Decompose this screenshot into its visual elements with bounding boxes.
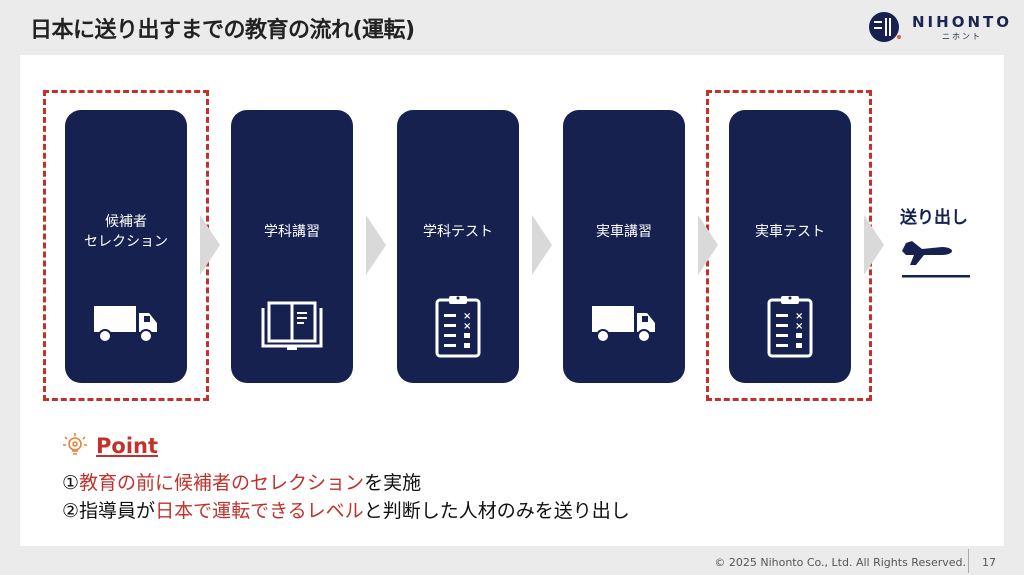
- text: 指導員が: [79, 500, 156, 522]
- text: と判断した人材のみを送り出し: [363, 500, 630, 522]
- flow-arrow: [200, 215, 220, 275]
- point-line-1: ①教育の前に候補者のセレクションを実施: [62, 468, 421, 495]
- lightbulb-icon: [63, 433, 87, 455]
- airplane-icon: [902, 241, 970, 278]
- step-driving-lecture: 実車講習: [563, 110, 685, 383]
- highlight-text: 教育の前に候補者のセレクション: [79, 472, 365, 494]
- book-icon: [261, 301, 323, 352]
- highlight-text: 日本で運転できるレベル: [155, 500, 364, 522]
- clipboard-icon: [767, 294, 813, 358]
- page-number: 17: [982, 556, 996, 569]
- step-label: 候補者: [105, 214, 147, 230]
- step-classroom-test: 学科テスト: [397, 110, 519, 383]
- clipboard-icon: [435, 294, 481, 358]
- number-marker: ①: [62, 472, 80, 494]
- point-line-2: ②指導員が日本で運転できるレベルと判断した人材のみを送り出し: [62, 496, 630, 523]
- point-title: Point: [96, 434, 159, 458]
- logo-name: NIHONTO: [912, 12, 1012, 31]
- slide-title: 日本に送り出すまでの教育の流れ(運転): [30, 18, 415, 43]
- step-label: 実車テスト: [755, 224, 825, 240]
- step-driving-test: 実車テスト: [729, 110, 851, 383]
- flow-arrow: [532, 215, 552, 275]
- point-heading: Point: [62, 432, 158, 460]
- text: を実施: [364, 472, 422, 494]
- step-classroom-lecture: 学科講習: [231, 110, 353, 383]
- step-candidate-selection: 候補者セレクション: [65, 110, 187, 383]
- step-label: 学科テスト: [423, 224, 493, 240]
- flow-arrow: [864, 215, 884, 275]
- copyright: © 2025 Nihonto Co., Ltd. All Rights Rese…: [714, 556, 966, 569]
- flow-arrow: [698, 215, 718, 275]
- send-off-label: 送り出し: [900, 208, 968, 228]
- logo-sub: ニホント: [941, 31, 982, 41]
- divider: [968, 549, 969, 573]
- flow-arrow: [366, 215, 386, 275]
- step-label: セレクション: [84, 234, 168, 250]
- logo-mark-icon: [869, 12, 901, 42]
- step-label: 学科講習: [264, 224, 320, 240]
- number-marker: ②: [62, 500, 80, 522]
- truck-icon: [94, 305, 158, 343]
- truck-icon: [592, 305, 656, 343]
- step-label: 実車講習: [596, 224, 652, 240]
